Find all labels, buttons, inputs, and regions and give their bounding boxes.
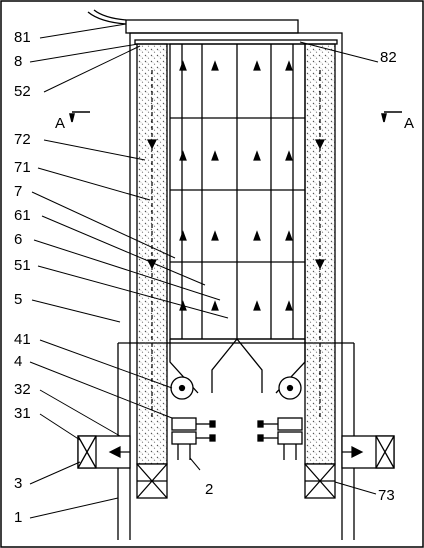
section-markers — [69, 111, 402, 123]
label-32: 32 — [14, 381, 31, 398]
label-2: 2 — [205, 481, 213, 498]
label-8: 8 — [14, 53, 22, 70]
outer-shell — [129, 32, 343, 344]
section-label-right: A — [404, 115, 414, 132]
label-71: 71 — [14, 159, 31, 176]
section-label-left: A — [55, 115, 65, 132]
left-valve-top — [171, 417, 197, 431]
label-51: 51 — [14, 257, 31, 274]
leader-lines — [29, 23, 379, 519]
inlet-pipe — [87, 9, 127, 25]
label-73: 73 — [378, 487, 395, 504]
label-82: 82 — [380, 49, 397, 66]
label-5: 5 — [14, 291, 22, 308]
label-52: 52 — [14, 83, 31, 100]
label-7: 7 — [14, 183, 22, 200]
label-31: 31 — [14, 405, 31, 422]
right-valve-top — [277, 417, 303, 431]
label-3: 3 — [14, 475, 22, 492]
top-header-81 — [125, 19, 299, 34]
structure — [77, 9, 395, 540]
label-41: 41 — [14, 331, 31, 348]
label-6: 6 — [14, 231, 22, 248]
left-valve-bottom — [171, 431, 197, 445]
label-61: 61 — [14, 207, 31, 224]
label-72: 72 — [14, 131, 31, 148]
label-1: 1 — [14, 509, 22, 526]
label-81: 81 — [14, 29, 31, 46]
right-valve-bottom — [277, 431, 303, 445]
label-4: 4 — [14, 353, 22, 370]
